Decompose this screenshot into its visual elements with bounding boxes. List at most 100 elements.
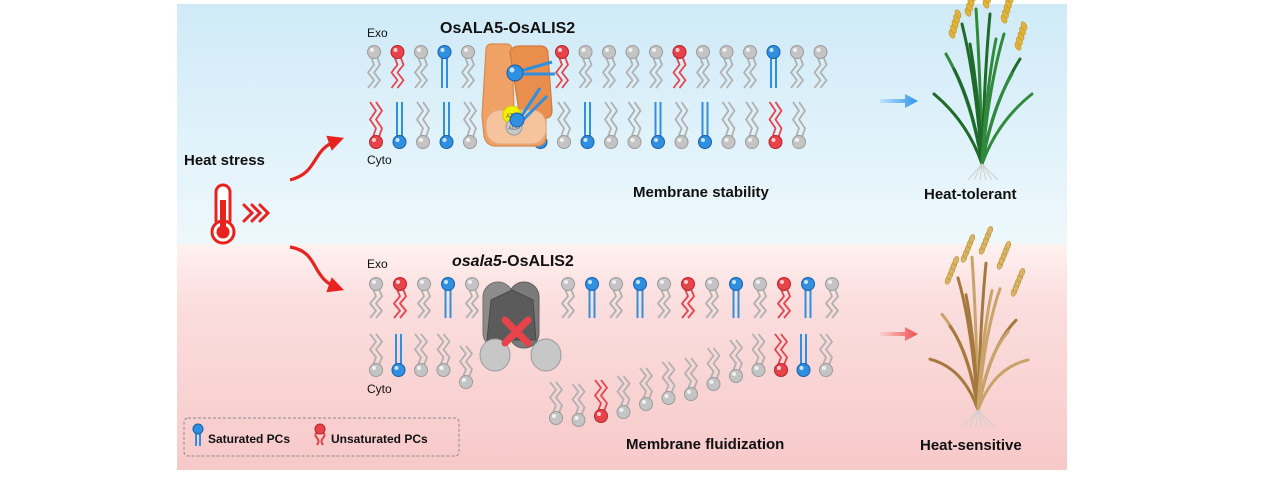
top-exo-neutral-lipid-9 [578,45,593,89]
top-membrane-label: Membrane stability [633,184,769,201]
grain-panicle-1 [964,0,976,17]
bottom-exo-unsaturated-lipid-1 [393,277,407,319]
top-outcome-label: Heat-tolerant [924,186,1017,203]
bottom-cyto-saturated-lipid-19 [796,334,811,377]
bottom-cyto-neutral-lipid-12 [639,367,653,411]
top-exo-unsaturated-lipid-13 [672,45,687,89]
top-exo-neutral-lipid-14 [696,45,710,89]
heat-sensitive-rice-plant [928,226,1030,427]
bottom-exo-saturated-lipid-18 [801,277,815,318]
legend-box [183,417,460,457]
bottom-exo-neutral-lipid-14 [705,277,719,319]
top-cyto-saturated-lipid-3 [439,102,454,149]
bottom-cyto-neutral-lipid-13 [661,361,676,405]
osala5-mutant-complex [479,281,562,372]
bottom-exo-neutral-lipid-16 [753,277,767,319]
top-exo-neutral-lipid-11 [625,45,640,89]
top-cyto-saturated-lipid-14 [698,102,712,149]
top-cyto-neutral-lipid-8 [557,101,571,149]
bound-saturated-pc-lower [509,112,525,128]
bottom-outcome-label: Heat-sensitive [920,437,1022,454]
bottom-cyto-neutral-lipid-9 [571,383,586,427]
bottom-cyto-neutral-lipid-3 [436,333,451,377]
top-complex-title: OsALA5-OsALIS2 [440,20,576,37]
bottom-membrane-label: Membrane fluidization [626,436,785,453]
grain-panicle-4 [1010,268,1026,297]
bottom-cyto-neutral-lipid-2 [414,333,428,377]
bottom-exo-neutral-lipid-10 [609,277,623,319]
heat-tolerant-rice-plant [932,0,1034,181]
top-exo-neutral-lipid-2 [414,45,428,89]
top-cyto-neutral-lipid-13 [674,101,689,149]
saturated-pc-legend-icon [192,423,204,446]
arrow-to-top-panel [289,135,345,182]
bottom-complex-title: osala5-OsALIS2 [452,253,574,271]
tolerance-arrow [880,94,918,108]
bottom-exo-saturated-lipid-11 [633,277,647,318]
bottom-exo-neutral-lipid-8 [561,277,575,319]
top-exo-neutral-lipid-12 [649,45,663,89]
bottom-exo-neutral-lipid-12 [657,277,671,319]
top-cyto-neutral-lipid-2 [416,101,430,149]
grain-panicle-3 [1000,0,1014,24]
top-cyto-label: Cyto [367,153,392,167]
bottom-exo-neutral-lipid-2 [417,277,431,319]
bottom-cyto-unsaturated-lipid-18 [774,333,788,377]
bottom-exo-saturated-lipid-3 [441,277,455,318]
bottom-cyto-neutral-lipid-0 [369,333,383,377]
bottom-cyto-neutral-lipid-8 [549,381,563,425]
root-system [967,163,999,181]
grain-panicle-2 [978,226,994,255]
bottom-cyto-label: Cyto [367,382,392,396]
bottom-cyto-neutral-lipid-4 [459,345,473,389]
sensitivity-arrow [880,327,918,341]
heat-stress-label: Heat stress [184,152,265,169]
top-exo-neutral-lipid-10 [602,45,616,89]
top-cyto-saturated-lipid-1 [392,102,407,149]
bottom-cyto-neutral-lipid-14 [684,357,698,401]
top-cyto-unsaturated-lipid-17 [768,101,783,149]
grain-panicle-0 [948,9,962,39]
bottom-cyto-neutral-lipid-17 [751,333,766,377]
top-cyto-neutral-lipid-4 [463,101,477,149]
top-cyto-neutral-lipid-15 [721,101,736,149]
bottom-exo-unsaturated-lipid-17 [777,277,791,319]
bottom-exo-unsaturated-lipid-13 [681,277,695,319]
bottom-cyto-unsaturated-lipid-10 [594,379,608,423]
top-exo-neutral-lipid-16 [743,45,757,89]
top-cyto-neutral-lipid-16 [745,101,759,149]
bottom-membrane-bilayer [369,277,839,427]
bottom-exo-neutral-lipid-19 [825,277,839,319]
thermometer-icon [210,183,236,245]
top-cyto-unsaturated-lipid-0 [369,101,383,149]
bottom-cyto-neutral-lipid-15 [706,347,721,391]
root-system [963,409,995,427]
top-exo-neutral-lipid-15 [719,45,734,89]
top-membrane-bilayer [367,45,828,149]
top-exo-unsaturated-lipid-1 [390,45,405,89]
osala5-osalis2-complex: ATP ADP [481,43,555,147]
top-cyto-neutral-lipid-11 [627,101,642,149]
top-cyto-neutral-lipid-10 [604,101,618,149]
bottom-cyto-neutral-lipid-20 [819,333,833,377]
bottom-cyto-saturated-lipid-1 [391,334,406,377]
top-exo-label: Exo [367,26,388,40]
top-panel-background [177,4,1067,244]
top-exo-unsaturated-lipid-8 [555,45,569,89]
saturated-pc-legend-label: Saturated PCs [208,432,291,446]
grain-panicle-4 [1014,21,1028,51]
adp-label: ADP [508,126,520,132]
bottom-exo-label: Exo [367,257,388,271]
bottom-exo-saturated-lipid-15 [729,277,743,318]
grain-panicle-1 [960,234,976,263]
bottom-exo-neutral-lipid-4 [465,277,479,319]
top-exo-neutral-lipid-19 [813,45,828,89]
top-exo-neutral-lipid-18 [790,45,804,89]
heat-waves-icon [242,203,271,223]
grain-panicle-3 [996,241,1012,270]
arrow-to-bottom-panel [289,245,345,293]
top-exo-neutral-lipid-0 [367,45,381,89]
top-cyto-neutral-lipid-18 [792,101,806,149]
